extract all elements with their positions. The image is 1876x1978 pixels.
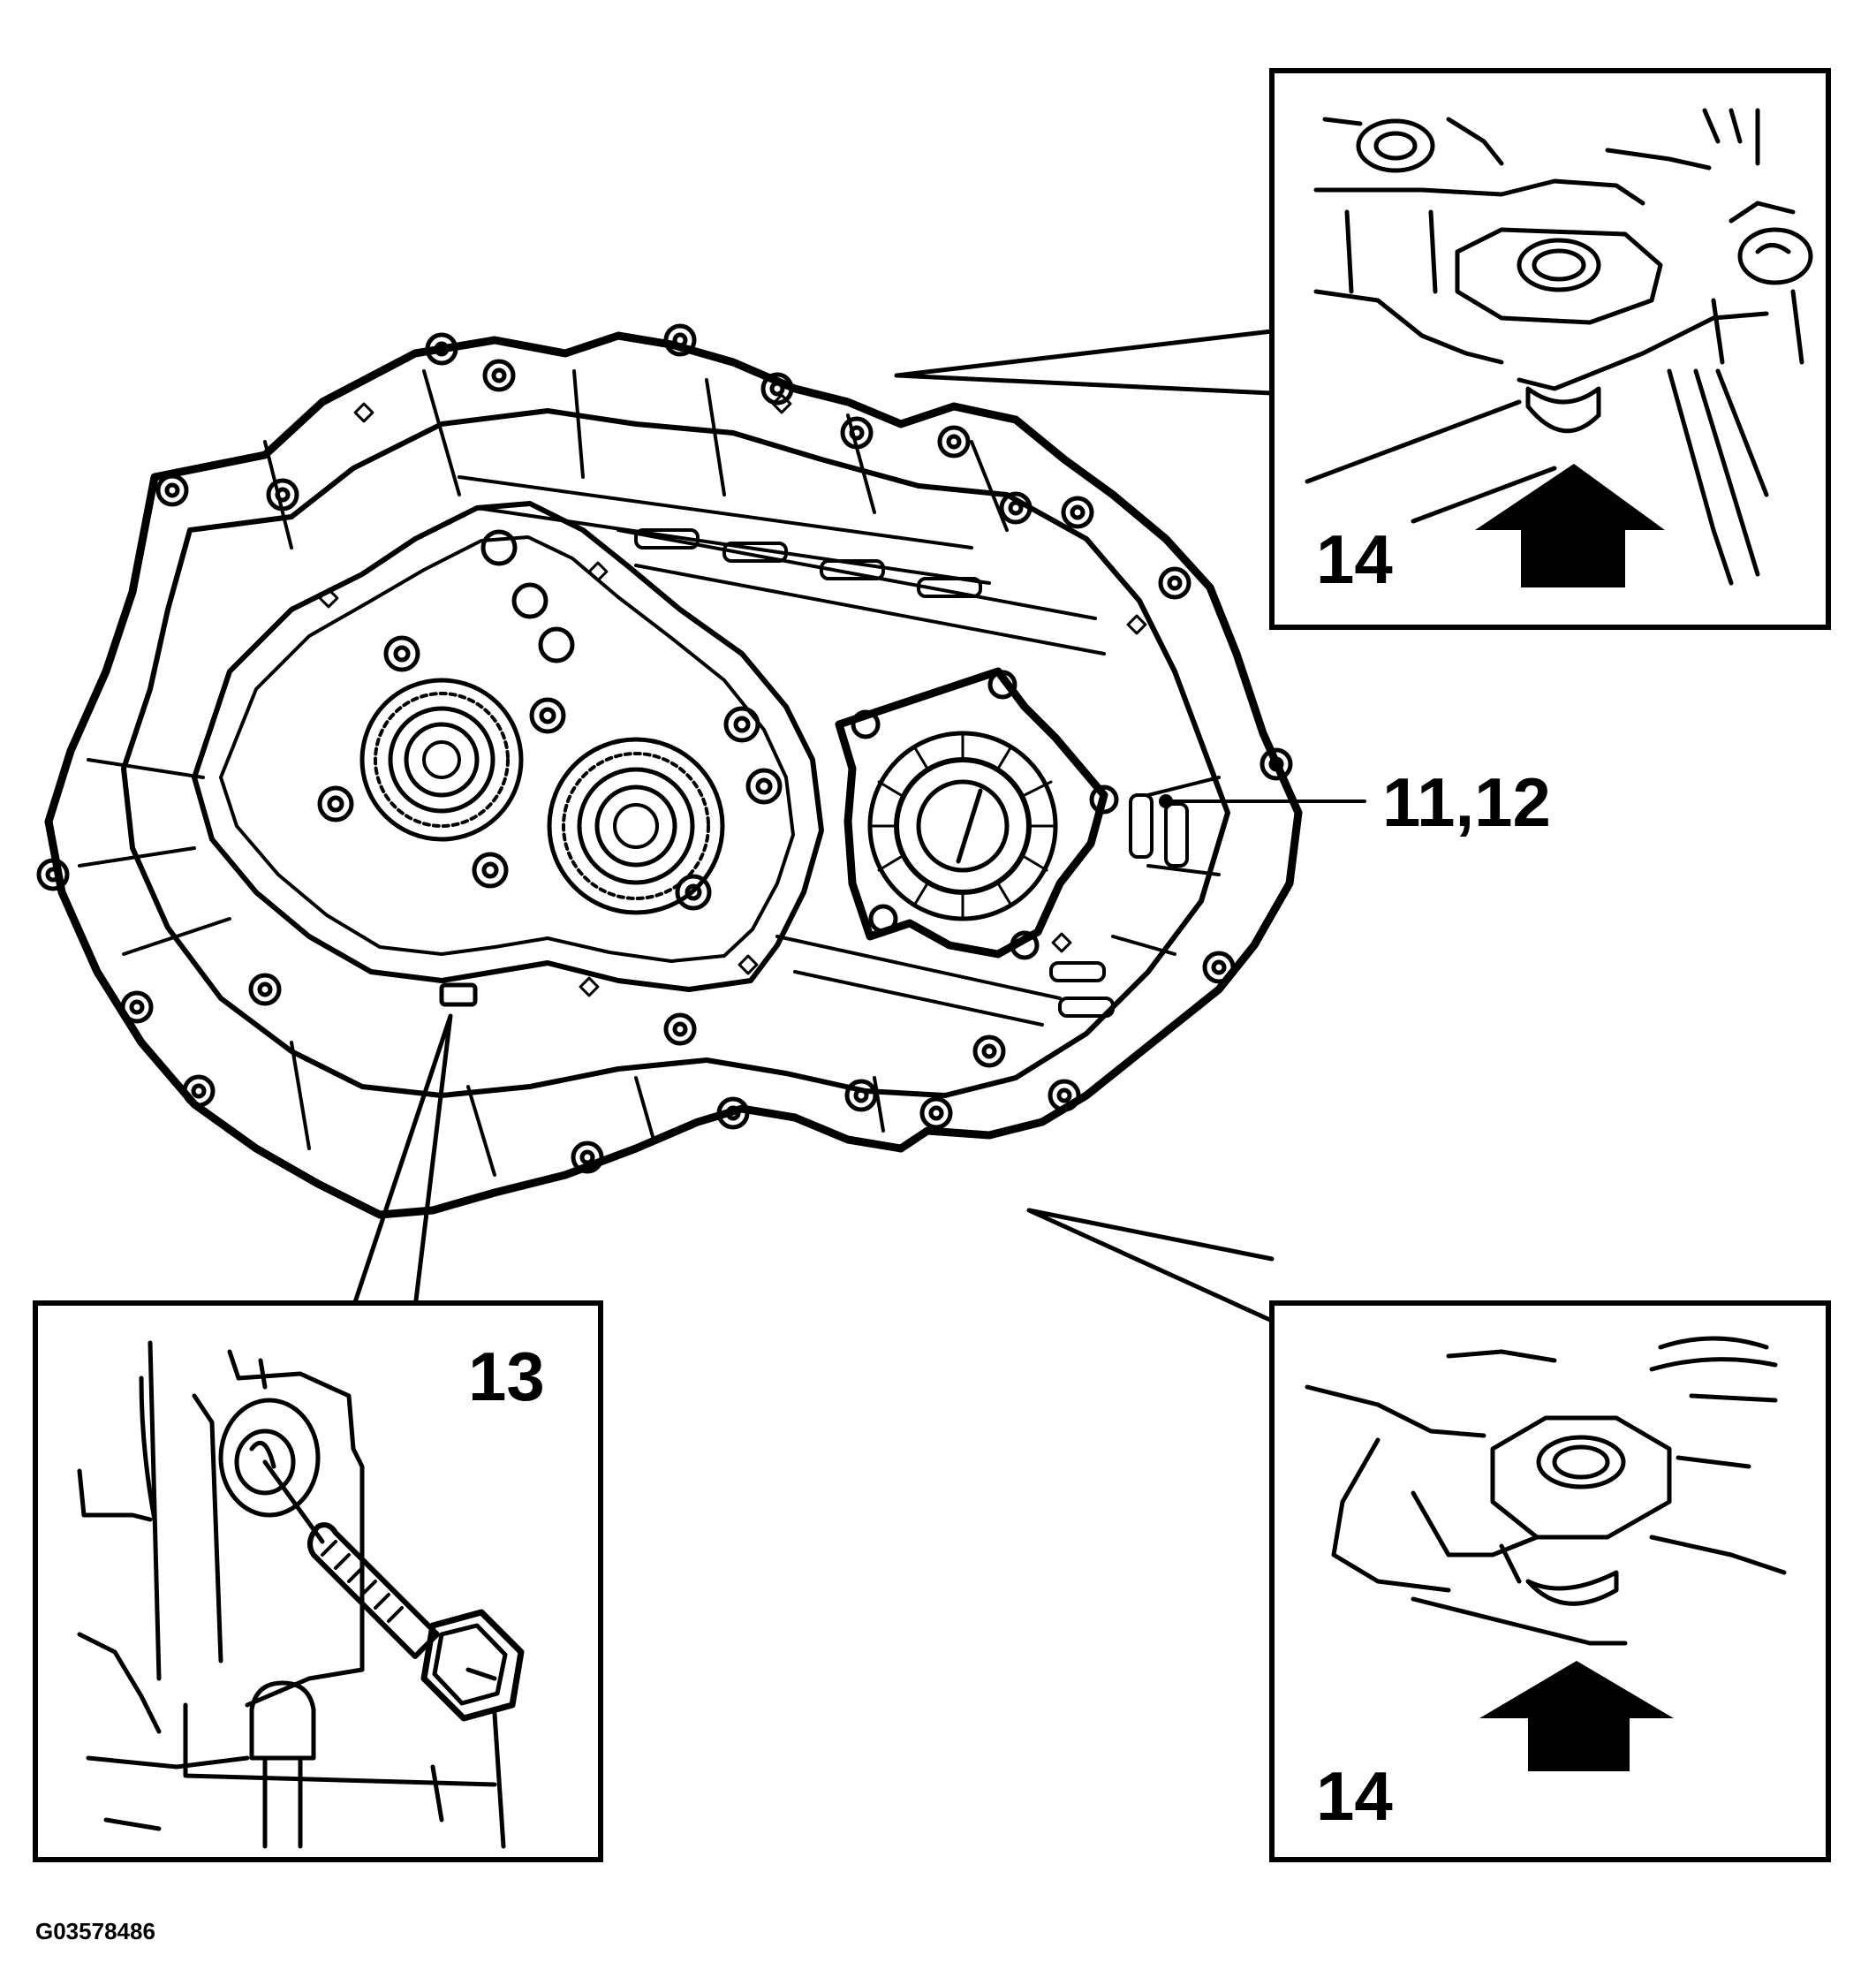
callout-dot-11-12	[1159, 794, 1173, 808]
arrow-up-icon	[1475, 464, 1665, 587]
inset-top-right: 14	[1269, 68, 1831, 630]
inset-bottom-left: 13	[33, 1300, 603, 1862]
callout-label-14-top: 14	[1316, 520, 1393, 598]
arrow-up-icon	[1479, 1661, 1674, 1771]
transmission-case	[36, 323, 1366, 1219]
output-shaft-bearing	[547, 737, 725, 915]
figure-code: G03578486	[35, 1918, 155, 1944]
drain-bolt	[262, 1459, 525, 1722]
differential-flange	[835, 667, 1119, 960]
inset-connectors	[351, 329, 1275, 1323]
callout-label-14-bottom: 14	[1316, 1757, 1393, 1835]
input-shaft-bearing	[359, 678, 524, 842]
callout-label-13: 13	[468, 1338, 545, 1415]
callout-label-11-12: 11,12	[1382, 763, 1551, 841]
inset-bottom-right: 14	[1269, 1300, 1831, 1862]
